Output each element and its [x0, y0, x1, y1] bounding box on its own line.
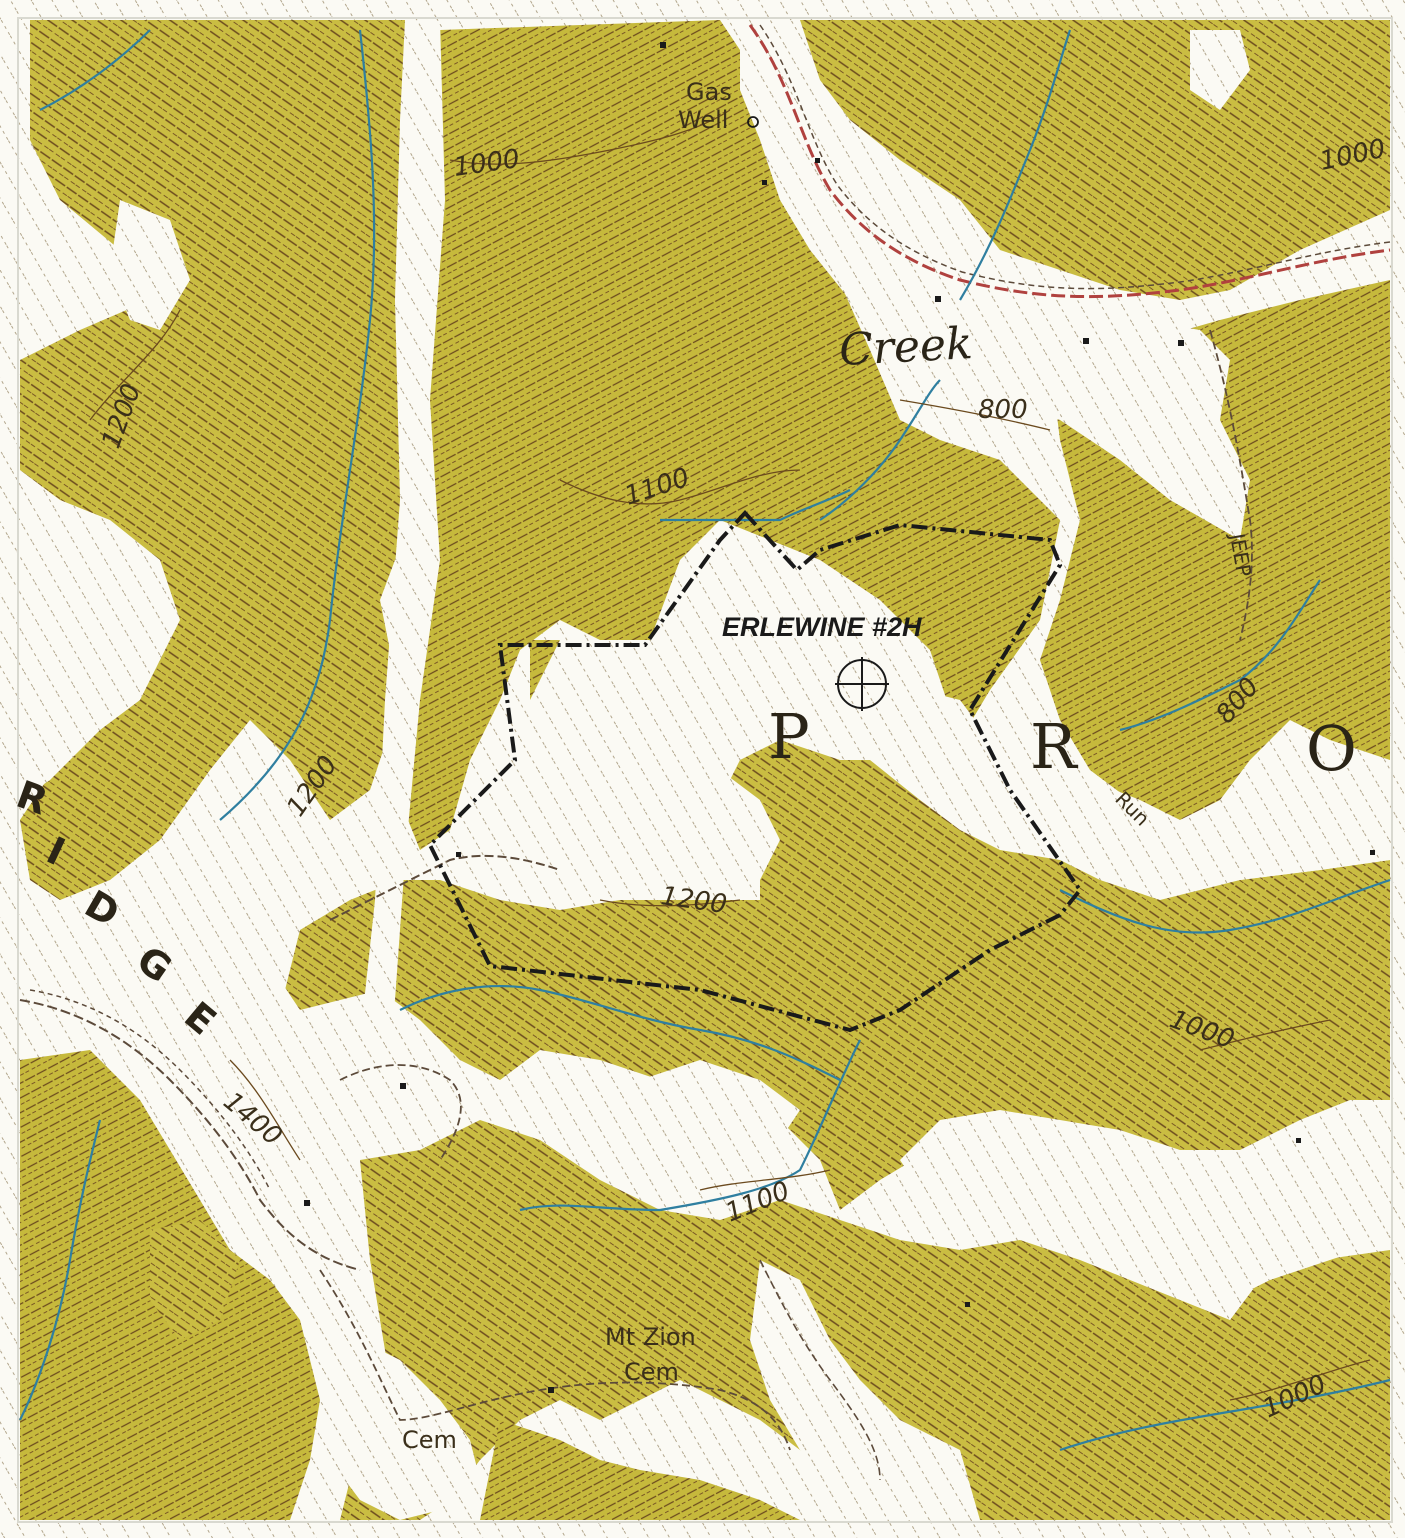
- stream-southeast: [1059, 1378, 1391, 1452]
- well-symbol-icon[interactable]: [835, 657, 889, 711]
- building-markers: [304, 42, 1375, 1393]
- map-frame: [17, 17, 1393, 1523]
- clearing-southeast: [900, 1100, 1390, 1300]
- road-creek: [748, 24, 1391, 299]
- clearing-sw-ridge: [20, 890, 380, 1320]
- road-east-bottom: [759, 1259, 881, 1481]
- region-letter-o: O: [1306, 712, 1357, 785]
- clearing-top-left-vertical: [360, 20, 445, 1060]
- clearing-west: [20, 510, 170, 800]
- clearing-left-pocket: [110, 200, 190, 330]
- stream-left-vertical: [219, 29, 376, 821]
- road-ridge-b: [29, 989, 271, 1191]
- gas-well-small-circle-icon: [747, 116, 759, 128]
- woodland-north-central: [400, 20, 1060, 850]
- road-ridge: [19, 999, 361, 1271]
- contour-lines: [89, 109, 1371, 1401]
- mt-zion-label-line2: Cem: [624, 1358, 679, 1386]
- stream-central-south: [399, 985, 841, 1081]
- region-letter-p: P: [768, 700, 810, 773]
- mt-zion-label-line1: Mt Zion: [605, 1323, 696, 1351]
- clearing-ne-top: [1190, 30, 1250, 110]
- woodland-sw-small: [150, 1220, 240, 1340]
- unit-boundary: [427, 510, 1083, 1033]
- road-creek-inner: [759, 24, 1391, 290]
- stream-center-down: [519, 1039, 861, 1212]
- woodland-south-central: [340, 1120, 1390, 1520]
- cem-label: Cem: [402, 1426, 457, 1454]
- woodland-central: [280, 690, 1390, 1210]
- roads: [19, 24, 1391, 1481]
- road-jeep: [1209, 329, 1253, 641]
- woodland-ne: [800, 20, 1390, 300]
- region-letter-r: R: [1030, 710, 1079, 783]
- clearing-south: [640, 1060, 800, 1140]
- road-south: [339, 1064, 462, 1161]
- clearing-bottom-valley: [750, 1260, 980, 1520]
- stream-creek-tributary: [819, 379, 941, 521]
- stream-east-lower: [1059, 878, 1391, 934]
- clearing-well-pad: [460, 640, 990, 900]
- well-name-label: ERLEWINE #2H: [722, 612, 922, 642]
- road-to-well: [329, 854, 561, 921]
- stream-east: [1119, 579, 1321, 732]
- woodland-bottom-center: [480, 1420, 800, 1520]
- stream-well-north: [660, 489, 851, 522]
- streams: [19, 29, 1391, 1452]
- clearing-east-bend: [1090, 780, 1390, 890]
- creek-label: Creek: [838, 318, 974, 376]
- contour-800-creek: 800: [978, 395, 1028, 425]
- stream-ne: [959, 29, 1072, 301]
- clearing-creek-valley: [740, 30, 1250, 540]
- woodland-areas: [20, 20, 1390, 1520]
- road-mtzion: [319, 1269, 791, 1451]
- clearings: [20, 20, 1390, 1520]
- gas-well-label-line1: Gas: [686, 78, 732, 106]
- stream-nw: [39, 29, 151, 111]
- gas-well-label-line2: Well: [678, 106, 728, 134]
- stream-west-ridge: [19, 1119, 102, 1421]
